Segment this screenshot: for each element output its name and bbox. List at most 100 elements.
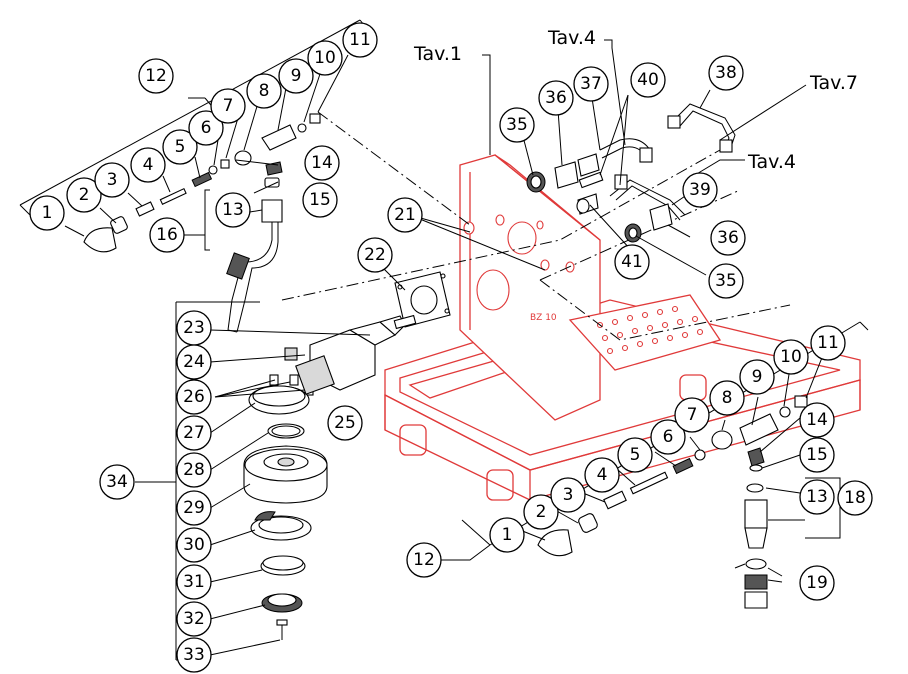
callout-circle: [176, 490, 212, 526]
callout-circle: [739, 359, 775, 395]
knob-part: [83, 227, 117, 253]
callout-circle: [799, 565, 835, 601]
callout-circle: [215, 192, 251, 228]
callout-group-left-30: 30: [176, 527, 212, 563]
callout-group-left-33: 33: [176, 637, 212, 673]
callout-center-35: 35: [708, 263, 744, 299]
callout-circle: [682, 172, 718, 208]
callout-circle: [246, 73, 282, 109]
callout-circle: [278, 58, 314, 94]
callout-number: 16: [156, 225, 178, 245]
callout-circle: [130, 147, 166, 183]
callout-circle: [138, 58, 174, 94]
callout-number: 31: [183, 572, 205, 592]
callout-circle: [176, 344, 212, 380]
callout-circle: [708, 263, 744, 299]
callout-circle: [176, 601, 212, 637]
callout-circle: [210, 88, 246, 124]
callout-number: 34: [106, 472, 128, 492]
callout-number: 7: [687, 405, 698, 425]
callout-group-left-28: 28: [176, 452, 212, 488]
callout-top-left-15: 15: [302, 182, 338, 218]
callout-circle: [550, 477, 586, 513]
callout-bottom-right-9: 9: [739, 359, 775, 395]
callout-bottom-right-6: 6: [650, 419, 686, 455]
callout-bottom-right-19: 19: [799, 565, 835, 601]
callout-bottom-right-12: 12: [406, 542, 442, 578]
callout-number: 5: [630, 445, 641, 465]
callout-number: 11: [349, 30, 371, 50]
callout-circle: [149, 217, 185, 253]
callout-number: 9: [752, 367, 763, 387]
callout-circle: [710, 220, 746, 256]
callout-bottom-right-2: 2: [523, 494, 559, 530]
callout-number: 25: [334, 413, 356, 433]
callout-bottom-right-5: 5: [617, 437, 653, 473]
callout-bottom-right-4: 4: [584, 457, 620, 493]
callout-number: 12: [413, 550, 435, 570]
callout-number: 21: [394, 205, 416, 225]
ref-tav4-right: Tav.4: [747, 151, 796, 173]
callout-circle: [499, 107, 535, 143]
callout-number: 35: [506, 115, 528, 135]
callout-number: 5: [175, 137, 186, 157]
callout-number: 3: [563, 485, 574, 505]
callout-bottom-right-18: 18: [837, 480, 873, 516]
callout-circle: [584, 457, 620, 493]
callout-number: 22: [364, 245, 386, 265]
callout-number: 14: [311, 153, 333, 173]
callout-number: 9: [291, 66, 302, 86]
callout-group-left-25: 25: [327, 405, 363, 441]
callout-center-22: 22: [357, 237, 393, 273]
callout-number: 1: [42, 203, 53, 223]
callout-top-left-1: 1: [29, 195, 65, 231]
callout-number: 39: [689, 180, 711, 200]
machine-frame: BZ 10: [384, 154, 861, 501]
callout-top-left-13: 13: [215, 192, 251, 228]
callout-circle: [357, 237, 393, 273]
callout-number: 36: [717, 228, 739, 248]
callout-circle: [708, 55, 744, 91]
callout-top-left-11: 11: [342, 22, 378, 58]
callout-center-39: 39: [682, 172, 718, 208]
callout-circle: [66, 177, 102, 213]
callout-circle: [523, 494, 559, 530]
callout-top-left-2: 2: [66, 177, 102, 213]
callout-group-left-31: 31: [176, 564, 212, 600]
ref-tav7: Tav.7: [809, 72, 858, 94]
callout-circle: [799, 437, 835, 473]
callout-group-left-23: 23: [176, 310, 212, 346]
callout-center-38: 38: [708, 55, 744, 91]
callout-number: 4: [597, 465, 608, 485]
callout-circle: [176, 452, 212, 488]
callout-number: 38: [715, 63, 737, 83]
callout-center-21: 21: [387, 197, 423, 233]
callout-number: 4: [143, 155, 154, 175]
callout-number: 24: [183, 352, 205, 372]
callout-number: 30: [183, 535, 205, 555]
callout-circle: [489, 517, 525, 553]
callout-circle: [327, 405, 363, 441]
callout-circle: [617, 437, 653, 473]
callout-circle: [810, 325, 846, 361]
callout-bottom-right-8: 8: [709, 380, 745, 416]
callout-number: 10: [780, 347, 802, 367]
callout-number: 8: [722, 388, 733, 408]
callout-top-left-9: 9: [278, 58, 314, 94]
ref-tav1: Tav.1: [413, 43, 462, 65]
callout-number: 28: [183, 460, 205, 480]
callout-circle: [538, 80, 574, 116]
callout-top-left-8: 8: [246, 73, 282, 109]
callout-circle: [614, 244, 650, 280]
callout-top-left-6: 6: [188, 110, 224, 146]
callout-group-left-32: 32: [176, 601, 212, 637]
callout-number: 29: [183, 498, 205, 518]
callout-top-left-4: 4: [130, 147, 166, 183]
callout-circle: [99, 464, 135, 500]
callout-circle: [176, 527, 212, 563]
callout-number: 18: [844, 488, 866, 508]
callout-bottom-right-15: 15: [799, 437, 835, 473]
callout-circle: [406, 542, 442, 578]
